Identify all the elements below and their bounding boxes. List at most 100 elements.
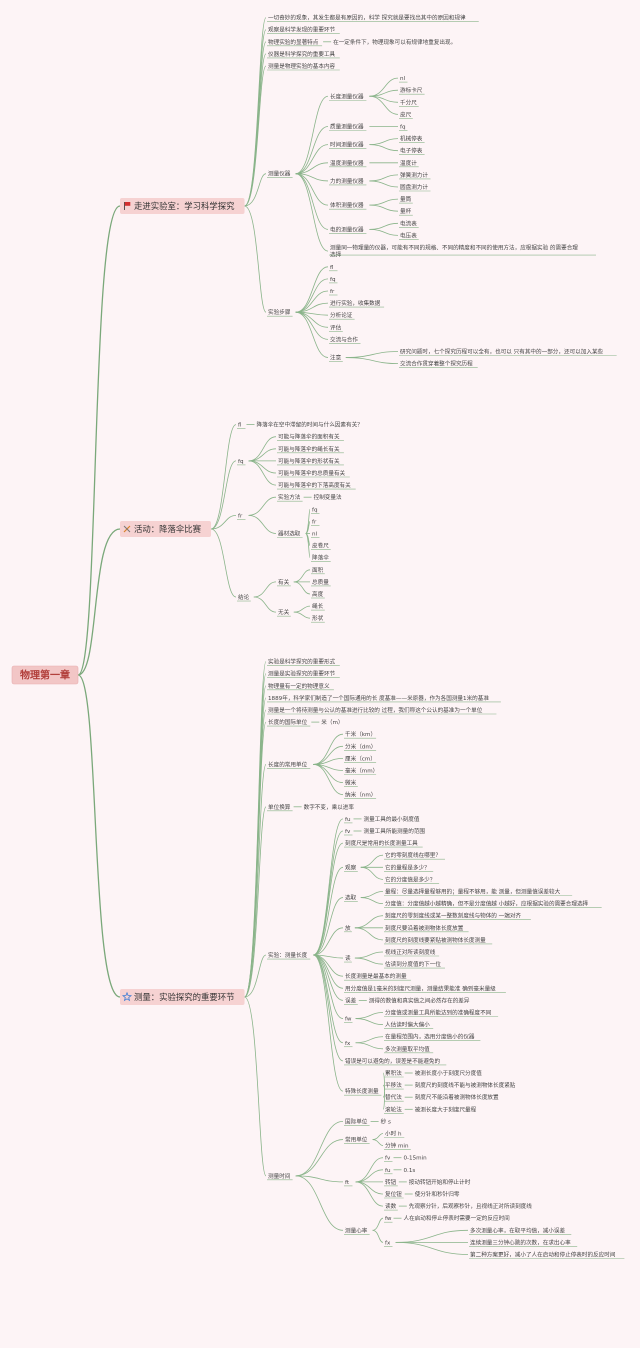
node-label: 量程：尽量选择量程够用的；量程不够用，能 测量，但测量值误差较大: [385, 888, 561, 896]
node-label: 皮尺: [400, 110, 412, 118]
branch-line: [369, 174, 399, 182]
node-label: 小时 h: [385, 1130, 402, 1138]
node-label: 实验步骤: [268, 308, 291, 316]
node-label: fx: [385, 1240, 391, 1246]
node-label: 量杯: [400, 207, 412, 215]
node-1-2-1-2: nl: [311, 532, 320, 538]
branch-line: [369, 180, 399, 188]
node-2-6-2: 厘米（cm）: [344, 754, 377, 763]
node-label: 高度: [312, 590, 324, 598]
node-2-8-4: 选取: [344, 894, 358, 902]
node-0-5-1-0: fq: [399, 125, 408, 131]
node-0-2: 物理实验的显著特点在一定条件下，物理现象可以有规律地重复出现。: [267, 38, 456, 47]
node-2-6: 长度的常用单位: [267, 760, 311, 769]
node-0-5-5-0: 量筒: [399, 195, 413, 204]
section-0[interactable]: 走进实验室：学习科学探究: [120, 198, 245, 214]
branch-line: [360, 854, 384, 868]
node-2-8-10-1: 人估读时偏大偏小: [384, 1021, 434, 1029]
node-2-7: 单位换算数字不变，乘以进率: [267, 803, 354, 812]
node-2-5: 长度的国际单位米（m）: [267, 718, 344, 727]
node-0-5-4-0: 弹簧测力计: [399, 171, 431, 180]
branch-line: [295, 1121, 344, 1177]
branch-line: [293, 605, 311, 613]
node-2-6-4: 微米: [344, 779, 358, 787]
node-1-2-1-3: 皮卷尺: [311, 542, 331, 550]
branch-line: [369, 138, 399, 146]
node-1-2-1-1: fr: [311, 519, 320, 526]
node-0-4: 测量是物理实验的基本内容: [267, 62, 340, 71]
node-label: 长度测量是最基本的测量: [345, 972, 407, 980]
branch-line: [360, 866, 384, 880]
node-1-2-0: 实验方法控制变量法: [277, 493, 342, 502]
node-2-8-3: 观察: [344, 863, 358, 872]
branch-line: [295, 266, 329, 313]
node-label: 测量时间: [268, 1172, 291, 1180]
node-label: 连续测量三分钟心跳的次数，在求出心率: [470, 1238, 571, 1246]
section-1[interactable]: 活动：降落伞比赛: [120, 521, 212, 537]
node-label: 仪器是科学探究的重要工具: [268, 50, 336, 58]
branch-line: [210, 528, 237, 598]
node-label: 评估: [330, 323, 342, 331]
node-1-1: fq: [237, 459, 246, 466]
root-node[interactable]: 物理第一章: [11, 665, 79, 685]
branch-line: [345, 351, 399, 358]
node-0-5-0: 长度测量仪器: [329, 92, 367, 101]
node-label: 多次测量心率，在取平均值，减小误差: [470, 1226, 566, 1234]
root-branch: [77, 205, 121, 676]
branch-line: [345, 357, 399, 364]
node-2-8-4-0: 量程：尽量选择量程够用的；量程不够用，能 测量，但测量值误差较大: [384, 888, 573, 896]
node-2-8: 实验：测量长度: [267, 951, 311, 960]
node-label: 纳米（nm）: [345, 791, 376, 799]
node-2-8-13: 特殊长度测量: [344, 1087, 382, 1096]
node-label: 用分度值是1毫米的刻度尺测量，测量结果能准 确到毫米量级: [345, 984, 496, 992]
node-label: 机械停表: [400, 135, 423, 143]
branch-line: [295, 144, 329, 175]
branch-line: [372, 1217, 384, 1231]
node-label: 电流表: [400, 219, 417, 227]
branch-nodes: 一切奇妙的现象，其发生都是有原因的，科学 探究就是要找出其中的原因和规律观察是科…: [11, 14, 625, 1259]
node-label: 替代法: [385, 1093, 402, 1101]
node-0-6-1: fq: [329, 277, 338, 284]
branch-line: [355, 1018, 384, 1025]
node-label: nl: [400, 76, 406, 82]
node-label: 人估读时偏大偏小: [385, 1021, 430, 1029]
branch-line: [382, 1090, 385, 1110]
node-2-6-3: 毫米（mm）: [344, 767, 378, 775]
node-0-5-2-1: 电子停表: [399, 147, 425, 155]
node-label: 测量仪器: [268, 170, 291, 178]
branch-line: [354, 957, 384, 965]
branch-line: [210, 460, 237, 530]
node-1-2-1-0: fq: [311, 507, 320, 514]
node-label: 长度测量仪器: [330, 92, 364, 100]
node-label: 长度的国际单位: [268, 718, 308, 726]
node-label: 进行实验，收集数据: [330, 299, 381, 307]
branch-line: [360, 891, 384, 898]
node-0-5-4-1: 圆盘测力计: [399, 183, 431, 192]
node-label: 读: [345, 954, 351, 962]
node-label: 刻度尺要沿着被测物体长度放置: [385, 924, 464, 932]
node-label: 1889年，科学家们制造了一个国际通用的长 度基准——米原器，作为各国测量1米的…: [268, 694, 489, 702]
branch-line: [372, 1139, 384, 1146]
node-label: 游标卡尺: [400, 86, 423, 94]
branch-lines: [77, 17, 469, 1255]
branch-line: [248, 496, 277, 516]
node-label: 单位换算: [268, 803, 291, 811]
node-label: 平移法: [385, 1081, 402, 1089]
branch-line: [313, 927, 344, 956]
node-label: 选择: [330, 251, 342, 259]
node-label: fu: [345, 817, 351, 823]
node-2-8-5: 放: [344, 924, 352, 933]
node-0-6-0: fl: [329, 265, 338, 272]
branch-line: [248, 514, 277, 534]
branch-line: [248, 460, 277, 486]
section-2[interactable]: 测量：实验探究的重要环节: [120, 989, 245, 1005]
node-2-1: 测量是实验探究的重要环节: [267, 670, 340, 679]
node-label: fw: [385, 1216, 392, 1222]
node-1-3-0: 有关: [277, 578, 291, 587]
node-label: 交流与合作: [330, 335, 358, 343]
node-label: 温度计: [400, 159, 417, 167]
node-label: 总质量: [312, 578, 329, 586]
branch-line: [295, 311, 329, 340]
node-2-6-5: 纳米（nm）: [344, 791, 376, 800]
node-2-9-3-1-0: 多次测量心率，在取平均值，减小误差: [469, 1226, 572, 1235]
